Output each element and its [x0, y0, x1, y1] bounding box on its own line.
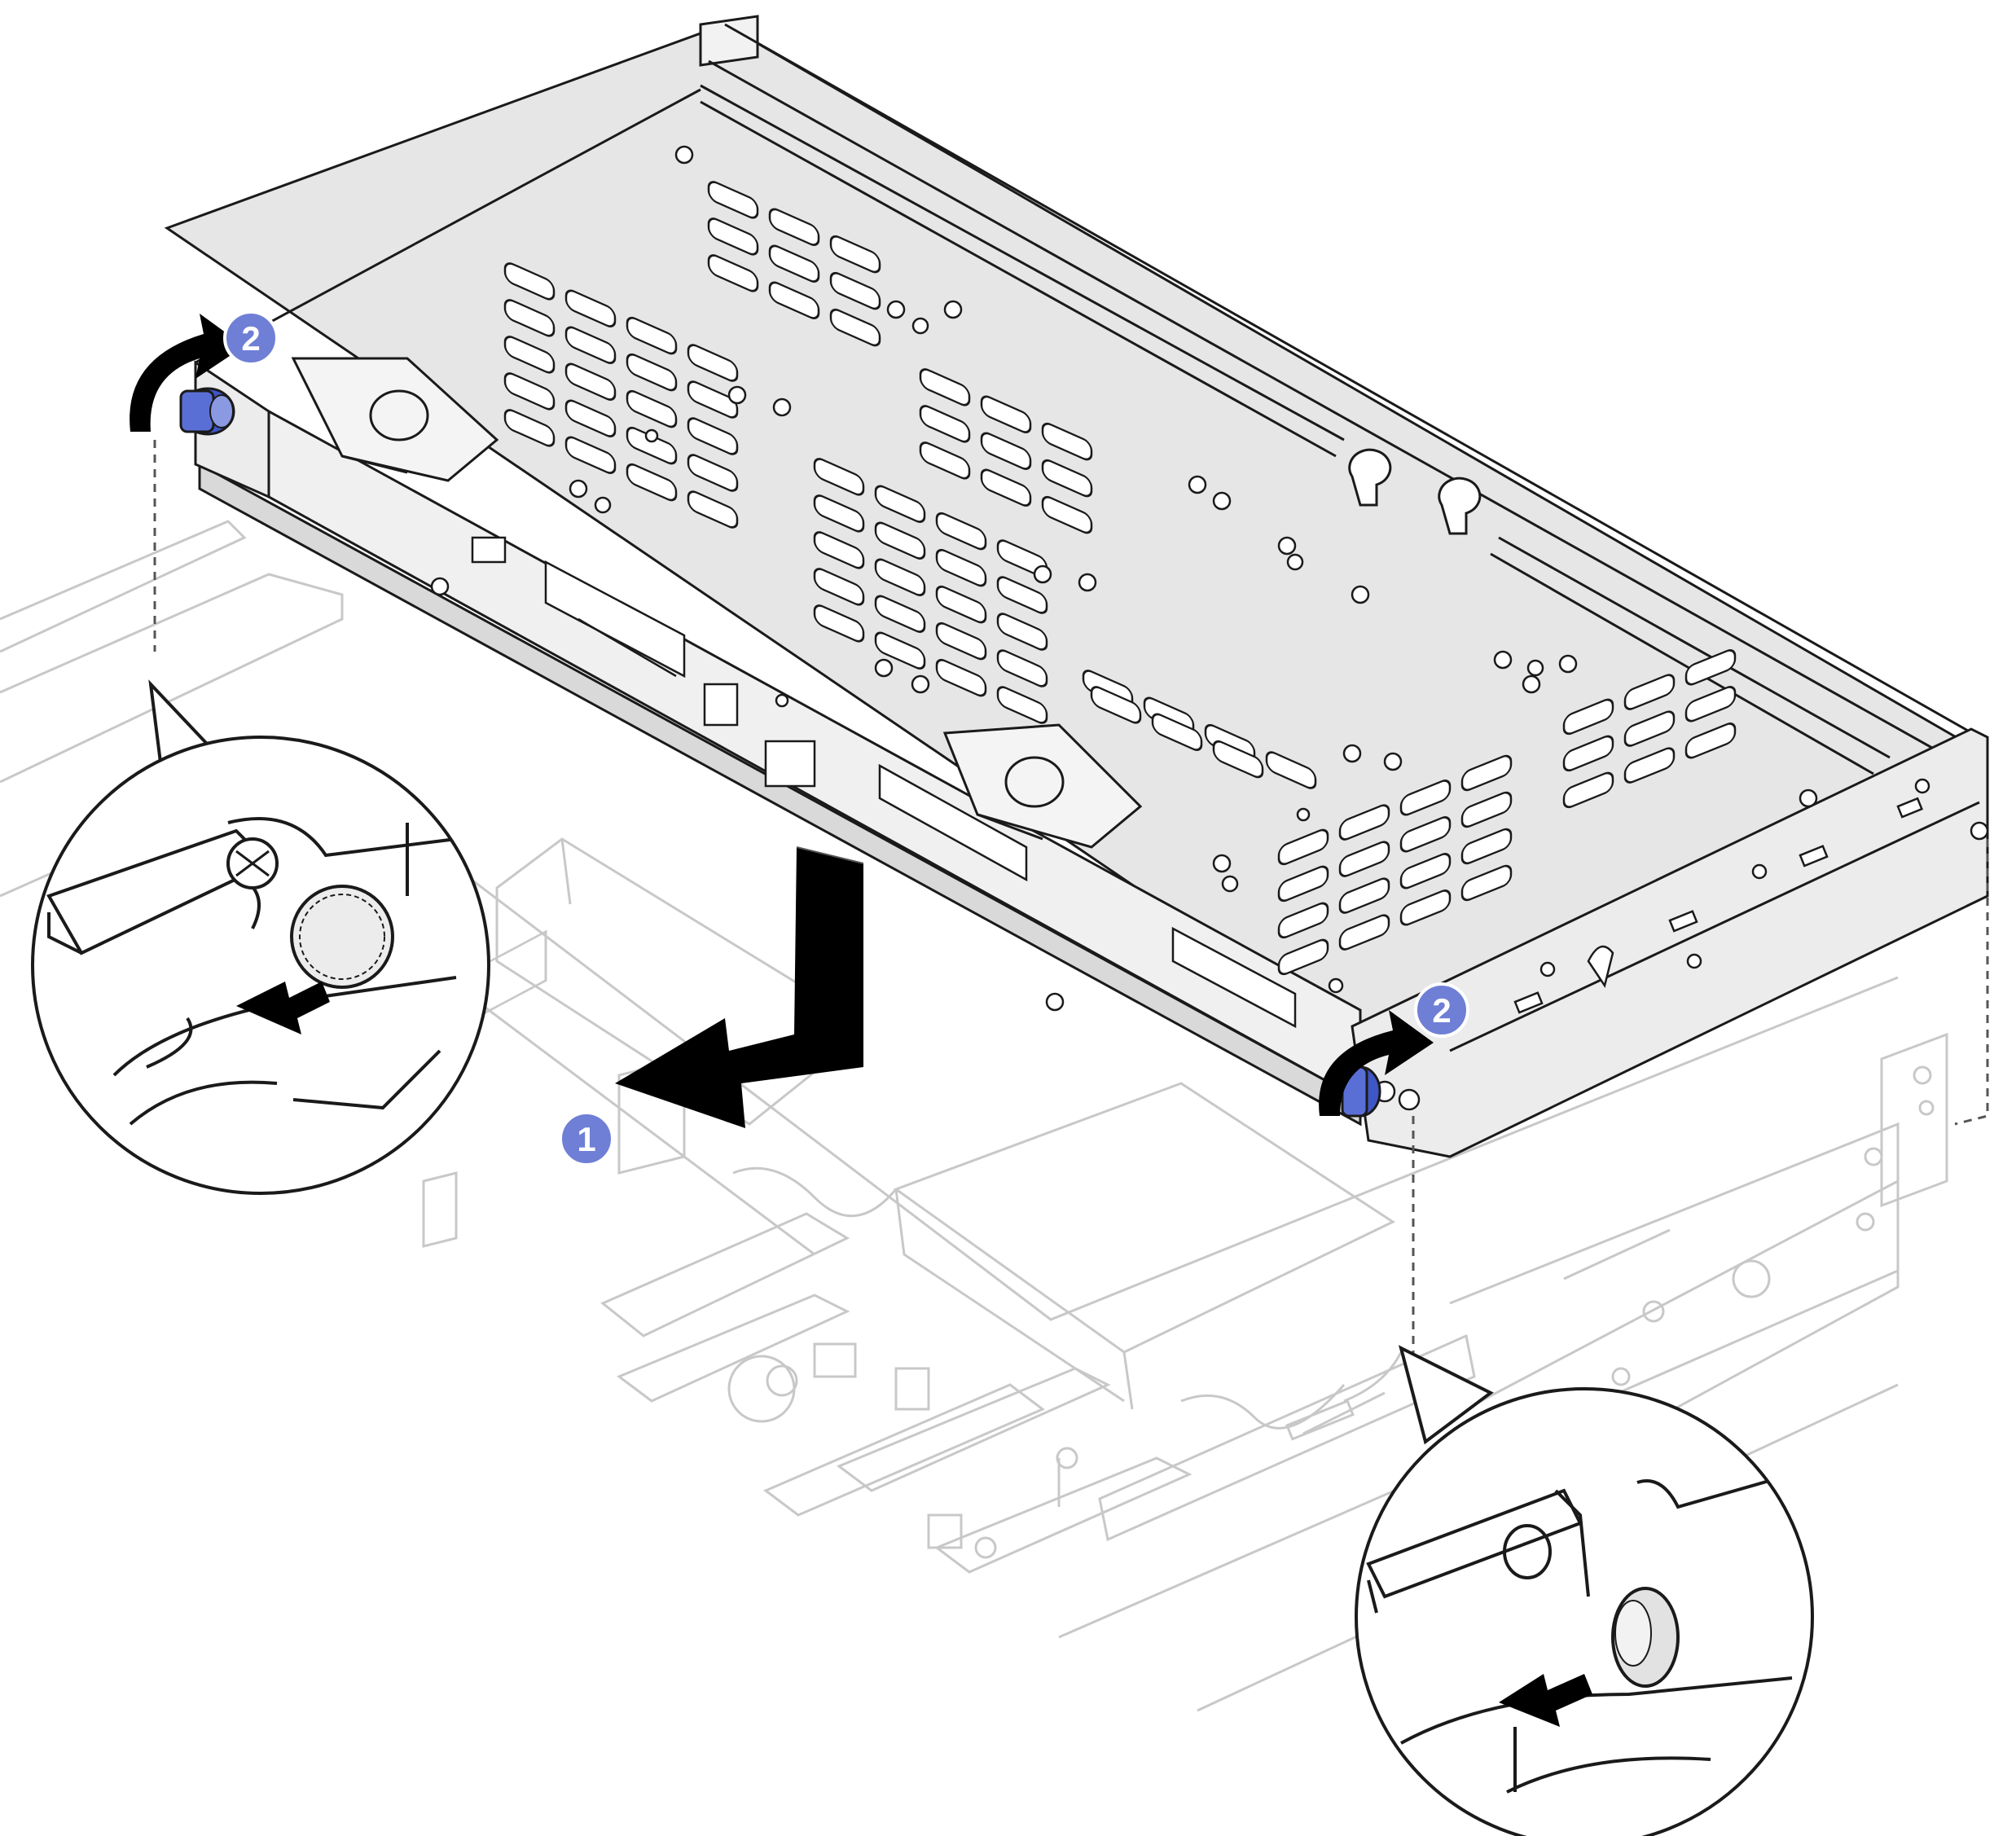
numbered-callout-icon — [559, 1111, 614, 1166]
vent-slots-left — [503, 181, 881, 529]
thumbscrew-left[interactable] — [179, 387, 235, 436]
step-1-label: 1 — [577, 1120, 595, 1158]
zoom-callout-right — [1355, 1345, 1814, 1836]
step-2-marker-left: 2 — [223, 310, 279, 366]
connector-cluster — [381, 911, 1192, 1574]
leader-lines — [153, 440, 1989, 1377]
drive-latch-right — [942, 723, 1143, 849]
knurled-plunger-left — [290, 885, 394, 989]
pull-plunger-right — [1611, 1587, 1680, 1688]
mounting-holes — [569, 145, 1818, 893]
vent-slots-middle — [813, 368, 1317, 789]
cage-rear-wall — [699, 15, 759, 67]
cage-front-wall — [198, 462, 1362, 1127]
arrow-left-icon — [1499, 1674, 1592, 1727]
drive-latch-left — [291, 357, 499, 482]
keyhole-slots — [1348, 448, 1482, 535]
zoom-callout-left — [31, 679, 490, 1195]
vent-slots-right — [1090, 649, 1737, 976]
rotate-counterclockwise-icon — [1319, 1010, 1434, 1116]
front-wall-features — [430, 536, 1297, 1029]
numbered-callout-icon — [223, 310, 279, 366]
cage-right-end-wall — [1351, 727, 1989, 1158]
arrow-left-icon — [236, 982, 330, 1034]
step-2-marker-right: 2 — [1414, 982, 1469, 1038]
rotate-counterclockwise-icon — [130, 314, 244, 432]
step-1-marker: 1 — [559, 1111, 614, 1166]
arrow-left-icon — [615, 846, 864, 1128]
thumbscrew-right[interactable] — [1339, 1065, 1381, 1118]
step-2-label-left: 2 — [241, 319, 260, 358]
numbered-callout-icon — [1414, 982, 1469, 1038]
drive-cage — [164, 15, 1989, 1158]
step-2-label-right: 2 — [1432, 991, 1451, 1030]
